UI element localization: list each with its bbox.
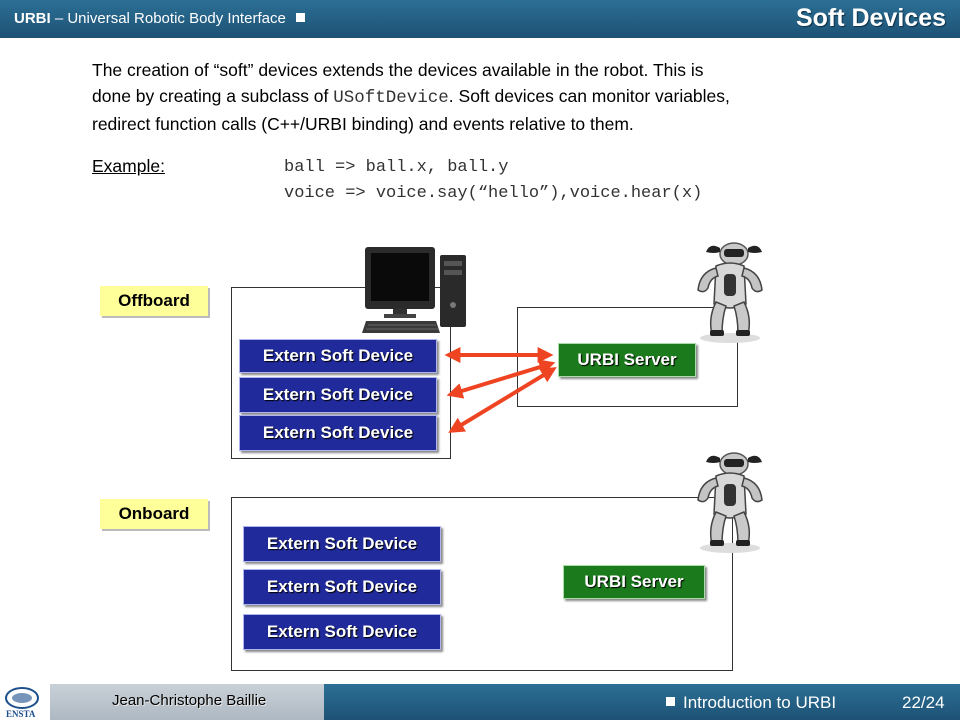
title-bar (0, 0, 960, 38)
computer-icon (362, 247, 466, 333)
example-label: Example: (92, 156, 165, 176)
intro-line-2: done by creating a subclass of USoftDevi… (92, 83, 892, 111)
offboard-device-1: Extern Soft Device (239, 339, 437, 373)
bullet-icon (666, 697, 675, 706)
onboard-device-3: Extern Soft Device (243, 614, 441, 650)
ensta-logo: ENSTA (5, 687, 39, 719)
intro-line-2-post: . Soft devices can monitor variables, (448, 86, 730, 106)
intro-line-1: The creation of “soft” devices extends t… (92, 60, 704, 80)
bullet-icon (295, 13, 305, 22)
svg-text:ENSTA: ENSTA (6, 709, 36, 719)
class-name: USoftDevice (333, 88, 449, 108)
offboard-label: Offboard (100, 286, 208, 316)
offboard-server: URBI Server (558, 343, 696, 377)
code-line-2: voice => voice.say(“hello”),voice.hear(x… (284, 184, 703, 203)
intro-paragraph: The creation of “soft” devices extends t… (92, 57, 892, 137)
footer-author-bar (50, 684, 324, 720)
code-line-1: ball => ball.x, ball.y (284, 158, 509, 177)
intro-line-3: redirect function calls (C++/URBI bindin… (92, 114, 634, 134)
offboard-device-2: Extern Soft Device (239, 377, 437, 413)
robot-dog-icon (697, 452, 763, 553)
brand-name: URBI (14, 10, 51, 27)
intro-line-2-pre: done by creating a subclass of (92, 86, 334, 106)
header-brand: URBI – Universal Robotic Body Interface (14, 10, 305, 27)
course-name: Introduction to URBI (683, 693, 837, 712)
brand-subtitle: – Universal Robotic Body Interface (54, 10, 286, 27)
footer-logo-area: ENSTA (0, 684, 50, 720)
footer-course: Introduction to URBI (666, 693, 836, 713)
onboard-device-1: Extern Soft Device (243, 526, 441, 562)
footer-course-bar (324, 684, 960, 720)
onboard-server: URBI Server (563, 565, 705, 599)
onboard-device-2: Extern Soft Device (243, 569, 441, 605)
offboard-device-3: Extern Soft Device (239, 415, 437, 451)
onboard-label: Onboard (100, 499, 208, 529)
page-number: 22/24 (902, 693, 945, 712)
author-name: Jean-Christophe Baillie (112, 692, 267, 709)
slide-title: Soft Devices (795, 4, 946, 32)
robot-dog-icon (697, 242, 763, 343)
